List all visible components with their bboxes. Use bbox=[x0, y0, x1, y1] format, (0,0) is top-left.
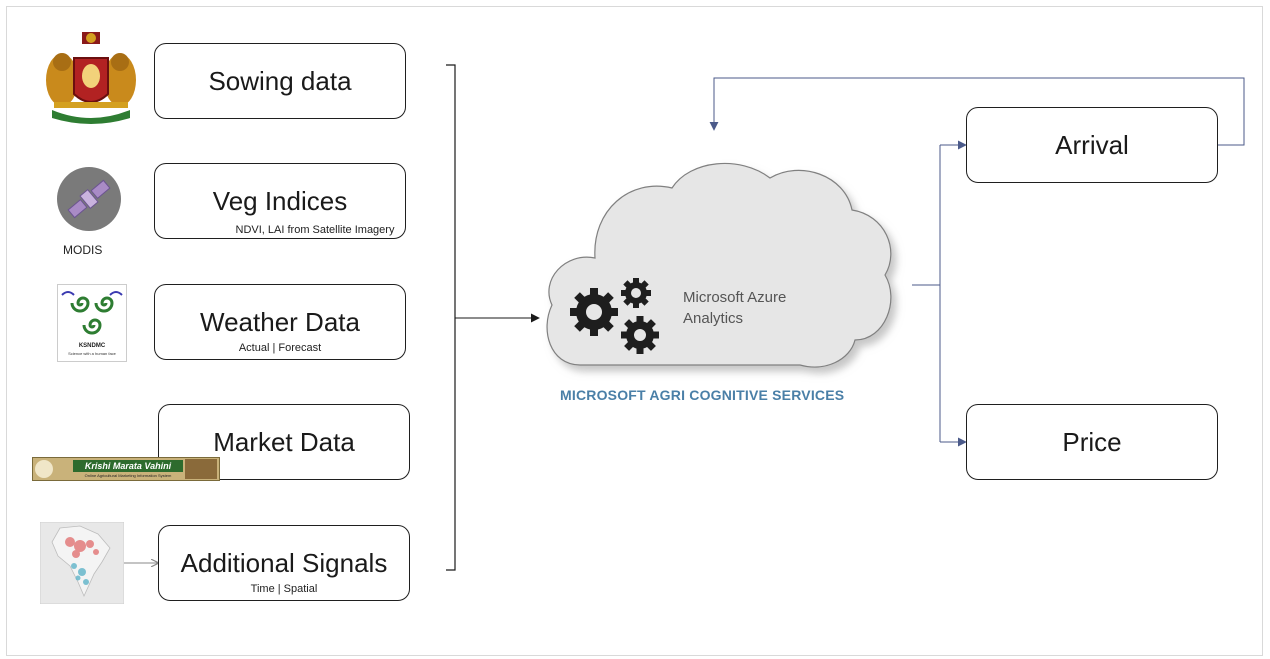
price-title: Price bbox=[1062, 427, 1122, 457]
ksndmc-tagline: Science with a human face bbox=[68, 351, 116, 356]
modis-label: MODIS bbox=[63, 243, 103, 257]
krishi-subtitle-overlay: Online Agricultural Marketing Informatio… bbox=[84, 473, 172, 478]
spiral-icon bbox=[61, 291, 123, 335]
slide-frame bbox=[6, 6, 1263, 656]
additional-signals-box: Additional Signals Time | Spatial bbox=[158, 525, 410, 601]
gears-icon bbox=[570, 278, 659, 354]
cloud-label-line1: Microsoft Azure bbox=[683, 289, 787, 306]
krishi-emblem-icon bbox=[35, 460, 53, 478]
weather-data-title: Weather Data bbox=[200, 307, 360, 337]
input-bracket bbox=[446, 64, 456, 571]
veg-indices-subtitle: NDVI, LAI from Satellite Imagery bbox=[235, 224, 395, 236]
satellite-icon bbox=[57, 167, 121, 231]
cloud-label: Microsoft Azure Analytics bbox=[683, 287, 786, 329]
india-map-icon bbox=[40, 522, 124, 604]
cloud-label-line2: Analytics bbox=[683, 310, 744, 327]
price-box: Price bbox=[966, 404, 1218, 480]
ksndmc-logo: KSNDMC Science with a human face bbox=[57, 284, 127, 362]
krishi-title-overlay: Krishi Marata Vahini bbox=[73, 460, 183, 472]
arrival-title: Arrival bbox=[1055, 130, 1129, 160]
krishi-banner-overlay: Krishi Marata Vahini Online Agricultural… bbox=[32, 457, 220, 481]
sowing-data-title: Sowing data bbox=[208, 66, 352, 96]
additional-signals-title: Additional Signals bbox=[180, 548, 388, 578]
feedback-loop-arrow bbox=[709, 77, 1245, 146]
market-data-title: Market Data bbox=[213, 427, 355, 457]
arrival-box: Arrival bbox=[966, 107, 1218, 183]
additional-signals-subtitle: Time | Spatial bbox=[250, 583, 318, 595]
krishi-photo-icon bbox=[185, 459, 217, 479]
weather-data-box: Weather Data Actual | Forecast bbox=[154, 284, 406, 360]
weather-data-subtitle: Actual | Forecast bbox=[238, 342, 322, 354]
sowing-data-box: Sowing data bbox=[154, 43, 406, 119]
cloud-caption: MICROSOFT AGRI COGNITIVE SERVICES bbox=[560, 387, 845, 403]
cloud-to-outputs-connector bbox=[912, 145, 941, 442]
azure-cloud-shape bbox=[546, 162, 892, 368]
ksndmc-label: KSNDMC bbox=[78, 343, 106, 349]
veg-indices-box: Veg Indices NDVI, LAI from Satellite Ima… bbox=[154, 163, 406, 239]
veg-indices-title: Veg Indices bbox=[212, 186, 348, 216]
karnataka-emblem-icon bbox=[46, 32, 136, 124]
